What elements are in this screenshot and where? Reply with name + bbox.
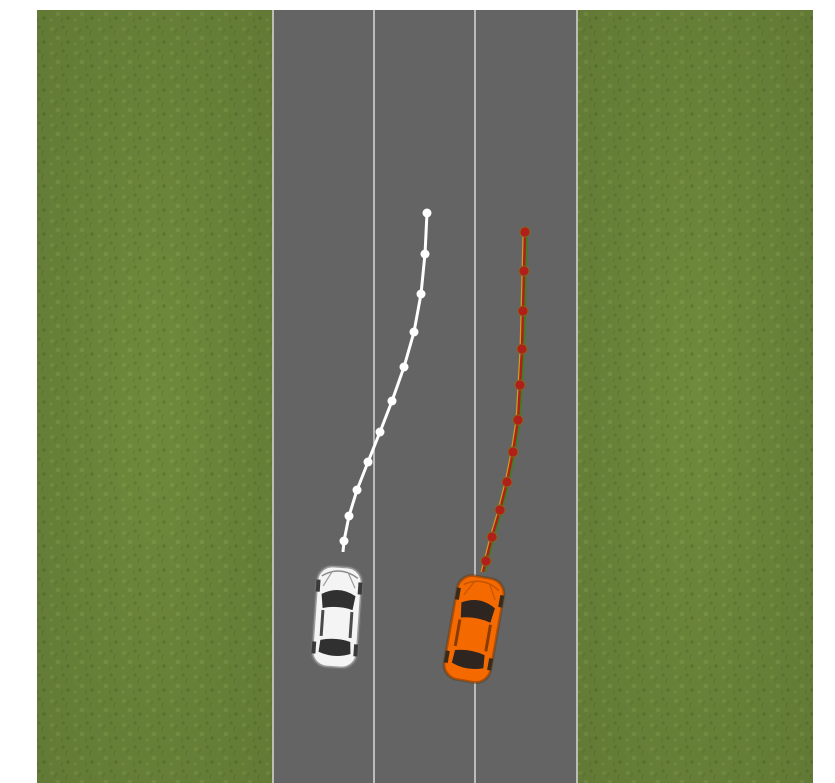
car-icon — [309, 563, 364, 670]
white-car[interactable] — [309, 563, 364, 670]
road — [273, 10, 577, 783]
